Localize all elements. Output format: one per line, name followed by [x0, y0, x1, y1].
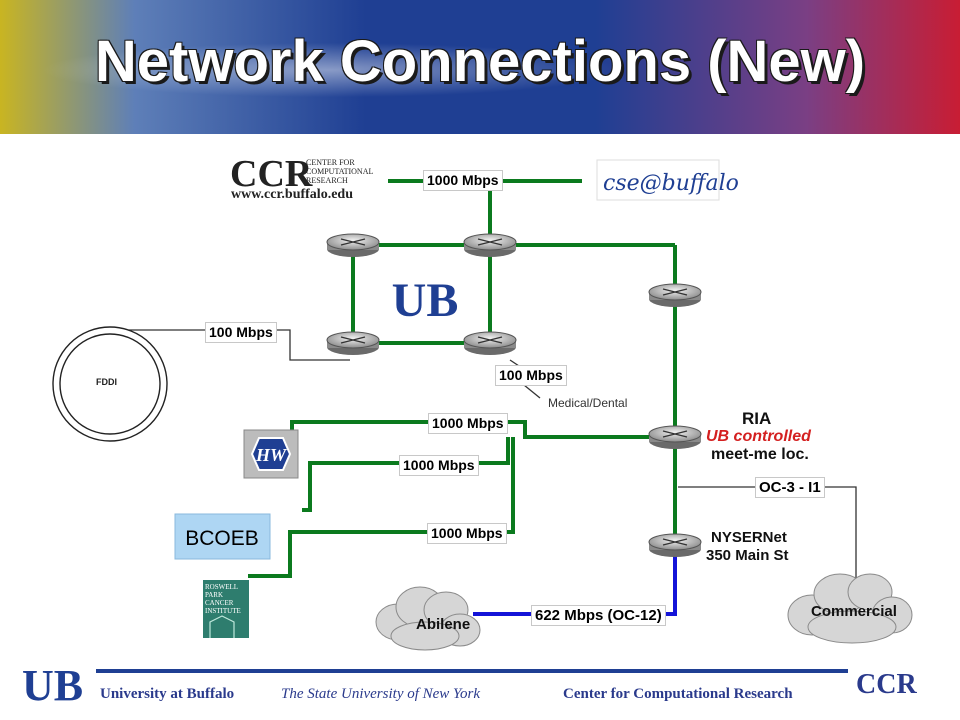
link-abilene [473, 545, 677, 616]
abilene-cloud [375, 586, 481, 651]
link-label-top: 1000 Mbps [423, 170, 503, 191]
ria-sub1: UB controlled [706, 428, 811, 445]
roswell-line3: CANCER [205, 599, 234, 607]
ccr-logo-url: www.ccr.buffalo.edu [231, 187, 353, 202]
commercial-label: Commercial [811, 603, 897, 620]
roswell-logo-icon: ROSWELL PARK CANCER INSTITUTE [203, 580, 249, 638]
hw-logo-text: HW [255, 445, 288, 465]
fddi-label: FDDI [96, 377, 117, 387]
ub-logo-text: UB [392, 274, 459, 327]
link-label-abilene: 622 Mbps (OC-12) [531, 605, 666, 626]
hw-logo-icon: HW [243, 429, 299, 479]
nysernet-line2: 350 Main St [706, 547, 789, 564]
bcoeb-box [174, 513, 271, 560]
router-ria [648, 425, 702, 449]
commercial-cloud [787, 573, 913, 644]
footer-center: Center for Computational Research [563, 686, 793, 702]
footer-ub-logo-icon: UB [22, 661, 84, 710]
cse-logo-icon: cse@buffalo [596, 159, 739, 201]
ccr-logo-small1: Center for [306, 158, 355, 167]
ccr-logo-big: CCR [230, 153, 313, 195]
ria-sub2: meet-me loc. [711, 446, 809, 463]
footer-university: University at Buffalo [100, 686, 235, 702]
link-bcoeb [302, 437, 510, 512]
footer-ccr: CCR [856, 669, 917, 700]
ub-logo-icon: UB [385, 274, 465, 327]
ria-label: RIA [742, 409, 772, 428]
ccr-logo-small2: Computational [306, 167, 374, 176]
link-label-hw: 1000 Mbps [428, 413, 508, 434]
link-roswell [248, 437, 515, 578]
roswell-line4: INSTITUTE [205, 607, 241, 615]
roswell-line1: ROSWELL [205, 583, 238, 591]
cse-logo-text: cse@buffalo [603, 171, 739, 196]
medical-pointer [523, 384, 541, 399]
router-2 [463, 233, 517, 257]
router-5 [648, 283, 702, 307]
link-lines [248, 179, 677, 578]
footer-divider [96, 669, 848, 673]
link-label-medical: 100 Mbps [495, 365, 567, 386]
nysernet-line1: NYSERNet [711, 529, 787, 546]
roswell-line2: PARK [205, 591, 223, 599]
page-title: Network Connections (New) [94, 29, 866, 94]
link-label-commercial: OC-3 - I1 [755, 477, 825, 498]
abilene-label: Abilene [416, 616, 471, 633]
router-4 [463, 331, 517, 355]
link-commercial [678, 486, 857, 578]
router-nysernet [648, 533, 702, 557]
fddi-ring-inner [59, 333, 161, 435]
title-banner [0, 0, 960, 134]
link-label-fddi: 100 Mbps [205, 322, 277, 343]
router-1 [326, 233, 380, 257]
router-3 [326, 331, 380, 355]
footer-state: The State University of New York [281, 686, 481, 702]
link-label-roswell: 1000 Mbps [427, 523, 507, 544]
medical-dental-label: Medical/Dental [548, 396, 628, 410]
ccr-logo-small3: Research [306, 176, 348, 185]
bcoeb-label: BCOEB [185, 527, 259, 550]
link-label-bcoeb: 1000 Mbps [399, 455, 479, 476]
